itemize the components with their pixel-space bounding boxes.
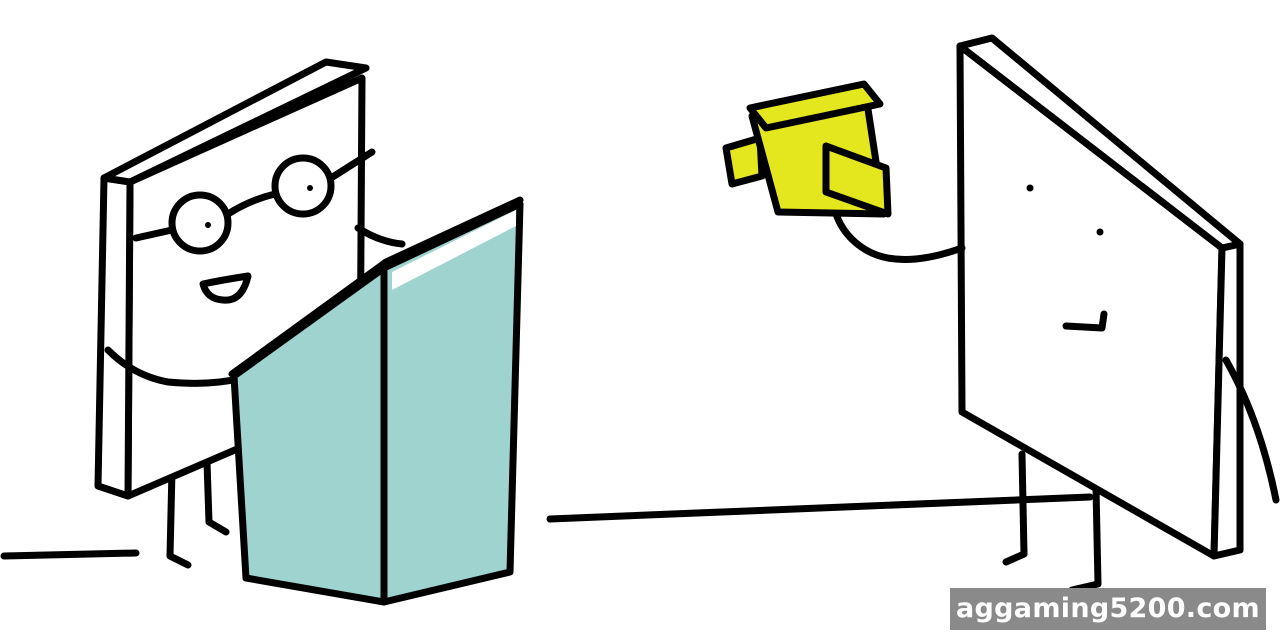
- tablet-arm: [828, 192, 966, 264]
- camera-lens: [722, 134, 766, 188]
- book-spine: [94, 174, 134, 500]
- tablet-top: [956, 34, 1244, 252]
- tablet-character: [828, 34, 1280, 594]
- watermark-label: aggaming5200.com: [950, 588, 1266, 630]
- camera-viewfinder: [822, 142, 892, 218]
- tablet-leg-left: [1002, 450, 1028, 566]
- book-eye-left: [205, 222, 211, 228]
- tablet-side: [1210, 240, 1244, 560]
- book-eye-right: [307, 185, 313, 191]
- tablet-eye-left: [1026, 184, 1034, 192]
- ground-line-left: [0, 549, 140, 560]
- folder-right-panel: [380, 200, 524, 606]
- tablet-eye-right: [1096, 228, 1104, 236]
- book-leg-right: [203, 458, 230, 536]
- folder-highlight: [392, 210, 516, 290]
- glasses-icon: [132, 148, 376, 255]
- ground-line-right: [546, 493, 1094, 523]
- tablet-cable: [1222, 356, 1280, 504]
- book-top-edge: [100, 58, 370, 186]
- book-arm: [104, 346, 246, 387]
- book-mouth: [199, 272, 252, 304]
- camera-icon: [722, 80, 892, 218]
- tablet-leg-right: [1068, 484, 1102, 594]
- tablet-mouth: [1062, 310, 1108, 332]
- book-leg-left: [166, 466, 192, 569]
- camera-body-top: [746, 80, 884, 132]
- folder: [228, 196, 524, 606]
- folder-edge: [228, 196, 524, 378]
- book-arm-upper: [354, 224, 406, 248]
